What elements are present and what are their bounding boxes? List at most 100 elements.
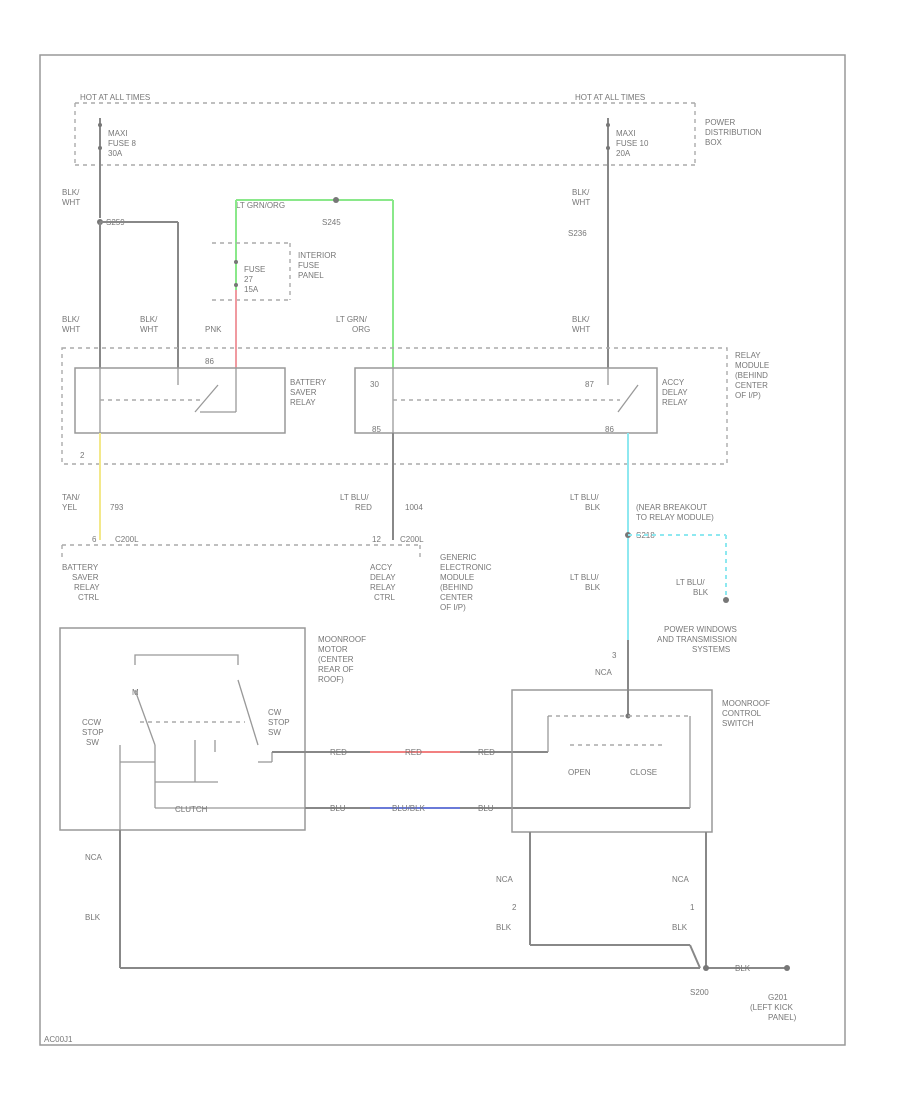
splice-s200	[703, 965, 709, 971]
relay-in-mid-1: BLK/	[140, 315, 158, 324]
fuse-10-terminal-top	[606, 123, 610, 127]
gem-accy-2: DELAY	[370, 573, 396, 582]
ground-blk-left: BLK	[85, 913, 101, 922]
gem-bsr-3: RELAY	[74, 583, 100, 592]
motor-label-3: (CENTER	[318, 655, 354, 664]
relay-module-outline	[61, 347, 728, 465]
fuse-8-terminal-bottom	[98, 146, 102, 150]
pdb-line-1: POWER	[705, 118, 735, 127]
motor-right-branch	[237, 679, 259, 746]
ground-mid-join	[689, 944, 701, 969]
relay-in-pnk: PNK	[205, 325, 222, 334]
motor-label-5: ROOF)	[318, 675, 344, 684]
ltblu-blk-2: BLK	[585, 503, 601, 512]
ltblu-red-2: RED	[355, 503, 372, 512]
fuse-10-terminal-bottom	[606, 146, 610, 150]
gem-module-3: MODULE	[440, 573, 474, 582]
gem-module-2: ELECTRONIC	[440, 563, 492, 572]
ground-nca-left: NCA	[85, 853, 103, 862]
motor-left-branch	[134, 689, 156, 746]
ltblu-blk-1: LT BLU/	[570, 493, 599, 502]
diagram-border	[39, 54, 846, 1046]
right-wire-label-1: BLK/	[572, 188, 590, 197]
fuse-8-line-3: 30A	[108, 149, 123, 158]
ground-nca-mid: NCA	[496, 875, 514, 884]
control-switch-box	[511, 689, 713, 833]
hot-label-right: HOT AT ALL TIMES	[575, 93, 645, 102]
pin-86: 86	[205, 357, 214, 366]
fuse-27-line-2: 27	[244, 275, 253, 284]
right-wire-label-2: WHT	[572, 198, 590, 207]
pdb-line-2: DISTRIBUTION	[705, 128, 762, 137]
power-windows-terminal	[723, 597, 729, 603]
relay-module-line-3: (BEHIND	[735, 371, 768, 380]
relay-module-line-4: CENTER	[735, 381, 768, 390]
power-windows-3: SYSTEMS	[692, 645, 730, 654]
bsr-label-2: SAVER	[290, 388, 317, 397]
ground-pin-2: 2	[512, 903, 517, 912]
motor-label-1: MOONROOF	[318, 635, 366, 644]
relay-in-ltgrn-1: LT GRN/	[336, 315, 368, 324]
ground-pin-1: 1	[690, 903, 695, 912]
relay-in-mid-2: WHT	[140, 325, 158, 334]
motor-m-symbol: M	[132, 688, 139, 697]
fuse-27-line-3: 15A	[244, 285, 259, 294]
gem-accy-1: ACCY	[370, 563, 393, 572]
motor-top-loop	[134, 654, 239, 665]
gem-pin-12: 12	[372, 535, 381, 544]
switch-label-3: SWITCH	[722, 719, 754, 728]
splice-s245	[333, 197, 339, 203]
ground-nca-right: NCA	[672, 875, 690, 884]
gem-bsr-2: SAVER	[72, 573, 99, 582]
adr-label-3: RELAY	[662, 398, 688, 407]
ground-blk-g: BLK	[735, 964, 751, 973]
fuse-27-terminal-top	[234, 260, 238, 264]
gem-pin-6: 6	[92, 535, 97, 544]
relay-module-line-2: MODULE	[735, 361, 769, 370]
g201-line-2: (LEFT KICK	[750, 1003, 794, 1012]
cw-stop-1: CW	[268, 708, 282, 717]
ltblu-blk-3a: LT BLU/	[676, 578, 705, 587]
diagram-id: AC00J1	[44, 1035, 73, 1044]
switch-open: OPEN	[568, 768, 591, 777]
gem-module-1: GENERIC	[440, 553, 477, 562]
rear-breakout-2: TO RELAY MODULE)	[636, 513, 714, 522]
ltblu-blk-3b: BLK	[693, 588, 709, 597]
bsr-label-1: BATTERY	[290, 378, 327, 387]
left-wire-label-1: BLK/	[62, 188, 80, 197]
clutch-label: CLUTCH	[175, 805, 208, 814]
switch-close: CLOSE	[630, 768, 657, 777]
ltblu-blk-2b: BLK	[585, 583, 601, 592]
cw-stop-2: STOP	[268, 718, 290, 727]
ltgrn-wire-label-top: LT GRN/ORG	[236, 201, 285, 210]
fuse-27-terminal-bottom	[234, 283, 238, 287]
adr-label-1: ACCY	[662, 378, 685, 387]
ground-blk-right: BLK	[672, 923, 688, 932]
adr-contact	[617, 384, 639, 413]
ground-blk-mid: BLK	[496, 923, 512, 932]
switch-label-2: CONTROL	[722, 709, 762, 718]
power-windows-1: POWER WINDOWS	[664, 625, 737, 634]
pin-85: 85	[372, 425, 381, 434]
ccw-stop-1: CCW	[82, 718, 102, 727]
red-label-right: RED	[478, 748, 495, 757]
switch-label-1: MOONROOF	[722, 699, 770, 708]
relay-in-ltgrn-2: ORG	[352, 325, 370, 334]
fuse-27-line-1: FUSE	[244, 265, 265, 274]
motor-label-2: MOTOR	[318, 645, 348, 654]
pin-3-switch: 3	[612, 651, 617, 660]
ltblu-blk-2a: LT BLU/	[570, 573, 599, 582]
blu-label-left: BLU	[330, 804, 346, 813]
splice-s245-label: S245	[322, 218, 341, 227]
bsr-contact	[194, 384, 219, 413]
gem-bsr-1: BATTERY	[62, 563, 99, 572]
relay-module-line-1: RELAY	[735, 351, 761, 360]
fuse-10-line-3: 20A	[616, 149, 631, 158]
red-label-left: RED	[330, 748, 347, 757]
ccw-stop-2: STOP	[82, 728, 104, 737]
relay-in-left-1: BLK/	[62, 315, 80, 324]
motor-label-4: REAR OF	[318, 665, 354, 674]
tan-yel-2: YEL	[62, 503, 78, 512]
ccw-stop-3: SW	[86, 738, 99, 747]
pin-87: 87	[585, 380, 594, 389]
